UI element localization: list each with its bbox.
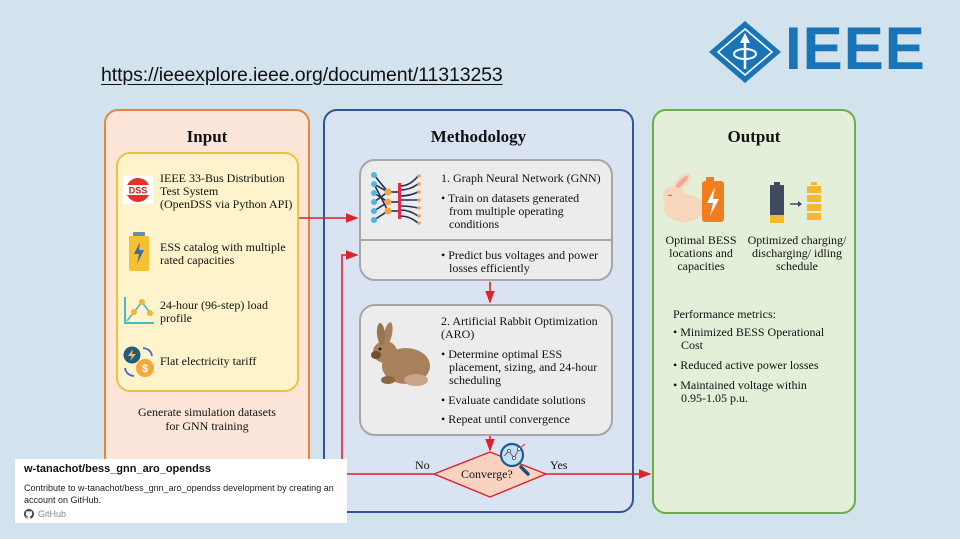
rabbit-battery-icon bbox=[663, 172, 724, 222]
bullet-marker: • bbox=[441, 412, 446, 426]
input-item-load-profile: 24-hour (96-step) load profile bbox=[160, 299, 300, 325]
github-source: GitHub bbox=[24, 509, 66, 519]
bullet-text: Predict bus voltages and power bbox=[448, 248, 599, 262]
input-note-line: for GNN training bbox=[165, 419, 249, 433]
input-item-line: Flat electricity tariff bbox=[160, 354, 257, 368]
gnn-bullet: • Train on datasets generated from multi… bbox=[441, 192, 579, 231]
svg-text:DSS: DSS bbox=[129, 186, 148, 196]
battery-icon bbox=[129, 232, 149, 271]
input-item-line: IEEE 33-Bus Distribution bbox=[160, 171, 285, 185]
neural-network-icon bbox=[371, 172, 421, 225]
battery-charge-transition-icon bbox=[770, 182, 821, 223]
output-item-line: capacities bbox=[677, 259, 725, 273]
bullet-text: Cost bbox=[681, 338, 704, 352]
rabbit-icon bbox=[371, 322, 430, 386]
bullet-marker: • bbox=[673, 378, 678, 392]
bullet-marker: • bbox=[673, 358, 678, 372]
metrics-title: Performance metrics: bbox=[673, 307, 776, 321]
ieee-document-link[interactable]: https://ieeexplore.ieee.org/document/113… bbox=[101, 64, 503, 86]
bullet-text: 0.95-1.05 p.u. bbox=[681, 391, 748, 405]
aro-bullet: • Repeat until convergence bbox=[441, 413, 570, 426]
bullet-text: scheduling bbox=[449, 373, 501, 387]
decision-label: Converge? bbox=[461, 467, 513, 481]
input-item-line: 24-hour (96-step) load bbox=[160, 298, 268, 312]
bullet-text: from multiple operating bbox=[449, 204, 564, 218]
gnn-title: 1. Graph Neural Network (GNN) bbox=[441, 171, 601, 185]
bullet-text: Determine optimal ESS bbox=[448, 347, 563, 361]
output-item-line: locations and bbox=[669, 246, 733, 260]
bullet-marker: • bbox=[441, 191, 446, 205]
bullet-marker: • bbox=[441, 347, 446, 361]
bullet-text: Repeat until convergence bbox=[448, 412, 570, 426]
bullet-text: Maintained voltage within bbox=[680, 378, 807, 392]
input-item-line: rated capacities bbox=[160, 253, 235, 267]
github-icon bbox=[24, 509, 34, 519]
metric-bullet: • Reduced active power losses bbox=[673, 359, 819, 372]
methodology-title: Methodology bbox=[430, 127, 527, 146]
input-item-tariff: Flat electricity tariff bbox=[160, 355, 300, 368]
input-item-line: ESS catalog with multiple bbox=[160, 240, 286, 254]
output-item-line: schedule bbox=[776, 259, 818, 273]
github-repo-description: Contribute to w-tanachot/bess_gnn_aro_op… bbox=[24, 483, 334, 505]
output-title: Output bbox=[727, 127, 781, 146]
bullet-text: conditions bbox=[449, 217, 499, 231]
github-link-card[interactable]: w-tanachot/bess_gnn_aro_opendss Contribu… bbox=[15, 459, 347, 523]
input-item-line: (OpenDSS via Python API) bbox=[160, 197, 293, 211]
input-title: Input bbox=[186, 127, 228, 146]
bullet-text: placement, sizing, and 24-hour bbox=[449, 360, 598, 374]
ieee-diamond-logo-icon bbox=[709, 21, 781, 83]
bullet-marker: • bbox=[441, 393, 446, 407]
output-item-line: Optimized charging/ bbox=[747, 233, 847, 247]
bullet-text: Evaluate candidate solutions bbox=[448, 393, 586, 407]
aro-title-line: (ARO) bbox=[441, 327, 475, 341]
output-item-line: discharging/ idling bbox=[751, 246, 843, 260]
github-source-label: GitHub bbox=[38, 509, 67, 519]
load-profile-chart-icon bbox=[124, 297, 154, 324]
input-item-line: profile bbox=[160, 311, 192, 325]
input-item-ess-catalog: ESS catalog with multiple rated capaciti… bbox=[160, 241, 300, 267]
decision-no-label: No bbox=[415, 458, 430, 472]
aro-bullet: • Determine optimal ESS placement, sizin… bbox=[441, 348, 597, 387]
tariff-exchange-icon: $ bbox=[123, 346, 154, 377]
bullet-marker: • bbox=[441, 248, 446, 262]
svg-text:$: $ bbox=[142, 363, 148, 375]
gnn-box-divider bbox=[359, 239, 613, 241]
aro-title-line: 2. Artificial Rabbit Optimization bbox=[441, 314, 598, 328]
bullet-marker: • bbox=[673, 325, 678, 339]
metric-bullet: • Minimized BESS Operational Cost bbox=[673, 326, 824, 352]
aro-bullet: • Evaluate candidate solutions bbox=[441, 394, 586, 407]
bullet-text: Minimized BESS Operational bbox=[680, 325, 825, 339]
github-repo-title[interactable]: w-tanachot/bess_gnn_aro_opendss bbox=[24, 463, 212, 475]
aro-title: 2. Artificial Rabbit Optimization (ARO) bbox=[441, 315, 598, 341]
input-item-test-system: IEEE 33-Bus Distribution Test System (Op… bbox=[160, 172, 300, 211]
input-note-line: Generate simulation datasets bbox=[138, 405, 276, 419]
metric-bullet: • Maintained voltage within 0.95-1.05 p.… bbox=[673, 379, 807, 405]
bullet-text: Train on datasets generated bbox=[448, 191, 580, 205]
gnn-bullet: • Predict bus voltages and power losses … bbox=[441, 249, 598, 275]
output-item-schedule: Optimized charging/ discharging/ idling … bbox=[742, 234, 852, 273]
dss-icon: DSS bbox=[123, 176, 153, 204]
bullet-text: Reduced active power losses bbox=[680, 358, 819, 372]
decision-yes-label: Yes bbox=[550, 458, 568, 472]
bullet-text: losses efficiently bbox=[449, 261, 530, 275]
output-item-line: Optimal BESS bbox=[665, 233, 737, 247]
ieee-wordmark: IEEE bbox=[785, 15, 926, 82]
output-item-bess-locations: Optimal BESS locations and capacities bbox=[652, 234, 750, 273]
input-item-line: Test System bbox=[160, 184, 219, 198]
input-note: Generate simulation datasets for GNN tra… bbox=[104, 405, 310, 433]
